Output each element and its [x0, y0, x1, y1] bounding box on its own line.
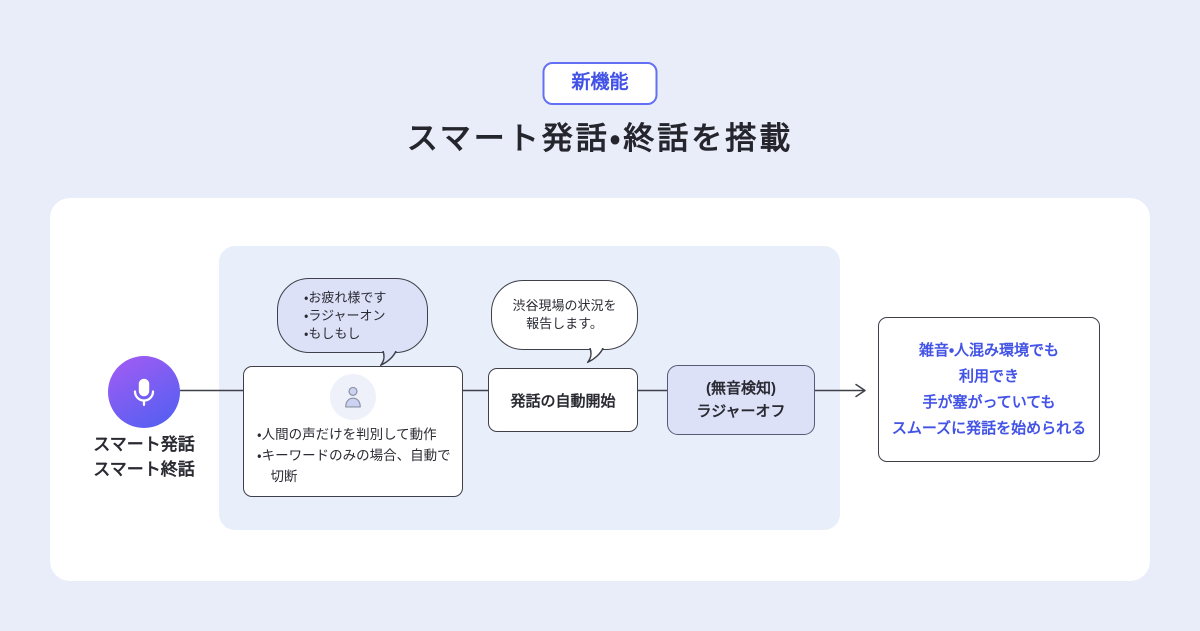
- benefit-line: 手が塞がっていても: [922, 393, 1056, 411]
- microphone-icon: [133, 378, 155, 406]
- person-badge: [330, 374, 376, 420]
- silence-line: ラジャーオフ: [696, 403, 786, 420]
- detection-bullet: ・人間の声だけを判別して動作: [257, 427, 437, 442]
- source-label-line2: スマート終話: [93, 460, 195, 479]
- bubble-line: 報告します。: [526, 316, 603, 331]
- page-title: スマート発話・終話を搭載: [406, 121, 794, 156]
- detection-bullets: ・人間の声だけを判別して動作 ・キーワードのみの場合、自動で切断: [244, 420, 462, 487]
- auto-start-label: 発話の自動開始: [510, 392, 616, 410]
- bubble-tail-icon: [587, 348, 604, 364]
- mic-circle: [108, 356, 180, 428]
- silence-detection-box: (無音検知) ラジャーオフ: [667, 365, 815, 435]
- speech-bubble-keywords: ・お疲れ様です ・ラジャーオン ・もしもし: [277, 278, 428, 353]
- bubble-line: ・もしもし: [304, 325, 361, 341]
- benefit-box: 雑音・人混み環境でも 利用でき 手が塞がっていても スムーズに発話を始められる: [878, 317, 1100, 462]
- source-label: スマート発話 スマート終話: [69, 432, 219, 482]
- bubble-tail-icon: [380, 351, 397, 367]
- new-feature-badge: 新機能: [542, 62, 658, 105]
- benefit-line: 雑音・人混み環境でも: [918, 341, 1060, 359]
- bubble-line: ・お疲れ様です: [304, 289, 387, 305]
- diagram-card: スマート発話 スマート終話 ・お疲れ様です ・ラジャーオン ・もしもし 渋谷現場…: [50, 198, 1150, 581]
- benefit-line: スムーズに発話を始められる: [891, 419, 1087, 437]
- bubble-line: 渋谷現場の状況を: [512, 298, 617, 313]
- auto-start-box: 発話の自動開始: [488, 368, 638, 432]
- voice-detection-box: ・人間の声だけを判別して動作 ・キーワードのみの場合、自動で切断: [243, 366, 463, 497]
- arrow-right-icon: [855, 383, 866, 398]
- person-icon: [345, 386, 361, 408]
- benefit-line: 利用でき: [958, 367, 1019, 385]
- detection-bullet: ・キーワードのみの場合、自動で切断: [257, 448, 451, 484]
- bubble-line: ・ラジャーオン: [304, 307, 386, 323]
- silence-line: (無音検知): [706, 380, 776, 397]
- source-label-line1: スマート発話: [93, 435, 195, 454]
- speech-bubble-report: 渋谷現場の状況を 報告します。: [491, 280, 638, 350]
